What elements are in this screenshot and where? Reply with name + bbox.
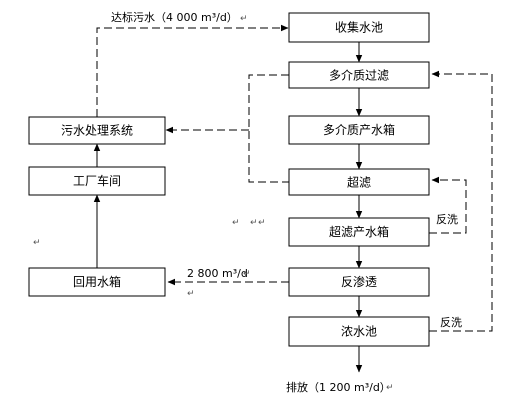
process-boxes: 收集水池 多介质过滤 多介质产水箱 超滤 超滤产水箱 反渗透 浓水池 污水处理 xyxy=(28,12,430,347)
box-label-reuse-tank: 回用水箱 xyxy=(73,274,121,289)
box-collect-pool: 收集水池 xyxy=(288,12,430,43)
box-label-multimedia-filter: 多介质过滤 xyxy=(329,69,389,83)
box-multimedia-filter: 多介质过滤 xyxy=(288,61,430,89)
box-label-concentrate-pool: 浓水池 xyxy=(341,325,377,339)
connectors xyxy=(93,24,493,373)
box-ultrafiltration: 超滤 xyxy=(288,168,430,196)
box-label-ultrafiltration: 超滤 xyxy=(347,175,371,190)
paragraph-mark: ↵ xyxy=(250,218,258,228)
edge-labels: 达标污水（4 000 m³/d） 反洗 反洗 2 800 m³/d 排放（1 2… xyxy=(111,10,462,394)
paragraph-mark: ↵ xyxy=(240,14,248,24)
box-factory-workshop: 工厂车间 xyxy=(28,166,166,196)
arrow-wastewater-to-collect xyxy=(96,24,289,117)
box-label-wastewater-system: 污水处理系统 xyxy=(61,124,133,138)
label-backwash-concentrate: 反洗 xyxy=(440,316,462,329)
paragraph-mark: ↵ xyxy=(33,238,41,248)
paragraph-mark: ↵ xyxy=(243,269,251,279)
label-reuse-flow: 2 800 m³/d xyxy=(187,267,248,280)
paragraph-mark: ↵ xyxy=(258,218,266,228)
box-label-multimedia-tank: 多介质产水箱 xyxy=(323,122,395,137)
box-reverse-osmosis: 反渗透 xyxy=(288,267,430,297)
label-discharge: 排放（1 200 m³/d） xyxy=(286,380,391,394)
paragraph-mark: ↵ xyxy=(232,218,240,228)
box-label-collect-pool: 收集水池 xyxy=(335,20,383,35)
label-compliant-wastewater: 达标污水（4 000 m³/d） xyxy=(111,10,238,24)
paragraph-mark: ↵ xyxy=(386,383,394,393)
paragraph-mark: ↵ xyxy=(187,289,195,299)
box-label-factory-workshop: 工厂车间 xyxy=(73,173,121,188)
box-wastewater-system: 污水处理系统 xyxy=(28,116,166,145)
arrow-multimedia-drain xyxy=(248,74,289,183)
box-uf-tank: 超滤产水箱 xyxy=(288,217,430,247)
box-label-uf-tank: 超滤产水箱 xyxy=(329,224,389,239)
arrow-backwash-uf xyxy=(429,176,467,234)
paragraph-marks: ↵ ↵ ↵ ↵ ↵ ↵ ↵ ↵ xyxy=(33,14,394,393)
box-concentrate-pool: 浓水池 xyxy=(288,316,430,347)
box-multimedia-tank: 多介质产水箱 xyxy=(288,115,430,145)
box-label-reverse-osmosis: 反渗透 xyxy=(341,274,377,289)
arrow-backwash-concentrate xyxy=(429,70,493,332)
label-backwash-uf: 反洗 xyxy=(436,213,458,226)
box-reuse-tank: 回用水箱 xyxy=(28,267,166,297)
